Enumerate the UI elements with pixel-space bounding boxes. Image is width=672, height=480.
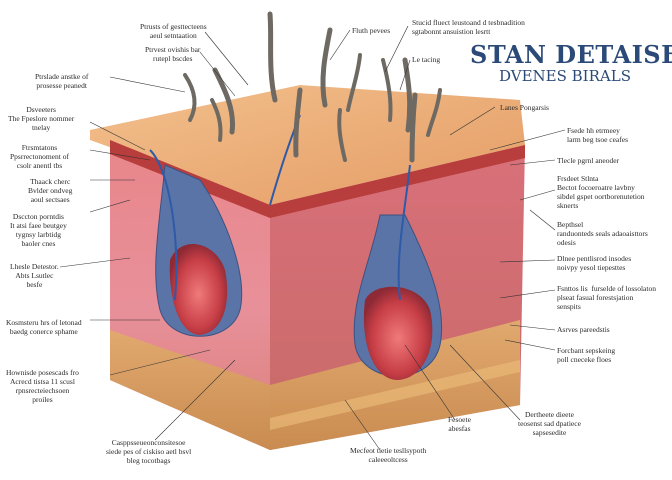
epidermis-layer-side — [270, 145, 525, 218]
hair-shafts — [183, 11, 442, 163]
blood-vessel-right — [397, 164, 411, 301]
label-top-4: Stucid fluect leustoand d tesbnadition s… — [412, 18, 525, 36]
follicle-bulb-left — [169, 243, 228, 335]
label-left-6: Lhesle Detestor. Abts Lsutlec besfe — [10, 262, 59, 289]
label-right-6: Dlnee pentlisrod insodes noivpy yesol ti… — [557, 254, 632, 272]
subcutaneous-layer-side — [270, 320, 520, 450]
label-left-5: Dsccton porntdis It atsi faee beutgey ty… — [10, 212, 67, 248]
label-left-9: Casppsseueonconsitesoe siede pes of cisk… — [106, 438, 192, 465]
label-left-2: Dsveeters The Fpeslore nommer tnelay — [8, 105, 75, 132]
label-right-8: Asrves pareedstis — [557, 325, 610, 334]
label-right-1: Lanes Pongarsis — [500, 103, 549, 112]
label-right-7: Fsnttos lis furselde of lossolaton plsea… — [557, 284, 656, 311]
label-top-5: Le tacing — [412, 55, 441, 64]
blood-vessel-left — [149, 149, 178, 301]
label-right-3: Tlecle pgrnl aneoder — [557, 156, 620, 165]
follicle-bulb-right — [363, 286, 433, 380]
label-left-4: Thaack cherc Bvlder ondveg aoul sectsaes — [28, 177, 73, 204]
label-left-1: Ptrslade anstke of prosesse peanedt — [35, 72, 89, 90]
subcutaneous-layer-front — [110, 330, 270, 450]
label-right-5: Bepthsel randuonteds seals adaoaisttors … — [557, 220, 648, 247]
diagram-title: STAN DETAISE — [470, 40, 672, 69]
label-left-8: Hownisde posescads fro Acrecd tistsa 11 … — [6, 368, 79, 404]
label-right-2: Fsede hh etrmeey larm beg tsoe ceafes — [567, 126, 629, 144]
leader-lines — [59, 25, 566, 451]
label-bottom-2: Mecfeot tietie tesllsypoth caleeeoltcess — [350, 446, 427, 464]
label-left-7: Kosmsteru hrs of letonad baedg conerce s… — [6, 318, 82, 336]
label-bottom-1: Fesoete abesfas — [448, 415, 471, 433]
label-top-3: Fluth pevees — [352, 26, 391, 35]
label-bottom-3: Dertheete dieete teosenst sad dpatiece s… — [518, 410, 581, 437]
label-right-4: Frsdeet Stlnta Bectot focoeroatre lavbny… — [557, 174, 645, 210]
diagram-subtitle: DVENES BIRALS — [499, 67, 631, 85]
epidermis-top-surface — [90, 85, 525, 205]
label-top-1: Ptrusts of gesttecteens aeul setntaation — [140, 22, 207, 40]
label-right-9: Forcbant sepskeing poll cneceke floes — [557, 346, 616, 364]
hypodermis-stripe-side — [270, 360, 520, 430]
label-top-2: Ptrvest ovishis bar rutepl bscdes — [145, 45, 201, 63]
label-left-3: Ftrsmtatons Ppsrrectonoment of csolr ane… — [10, 143, 69, 170]
